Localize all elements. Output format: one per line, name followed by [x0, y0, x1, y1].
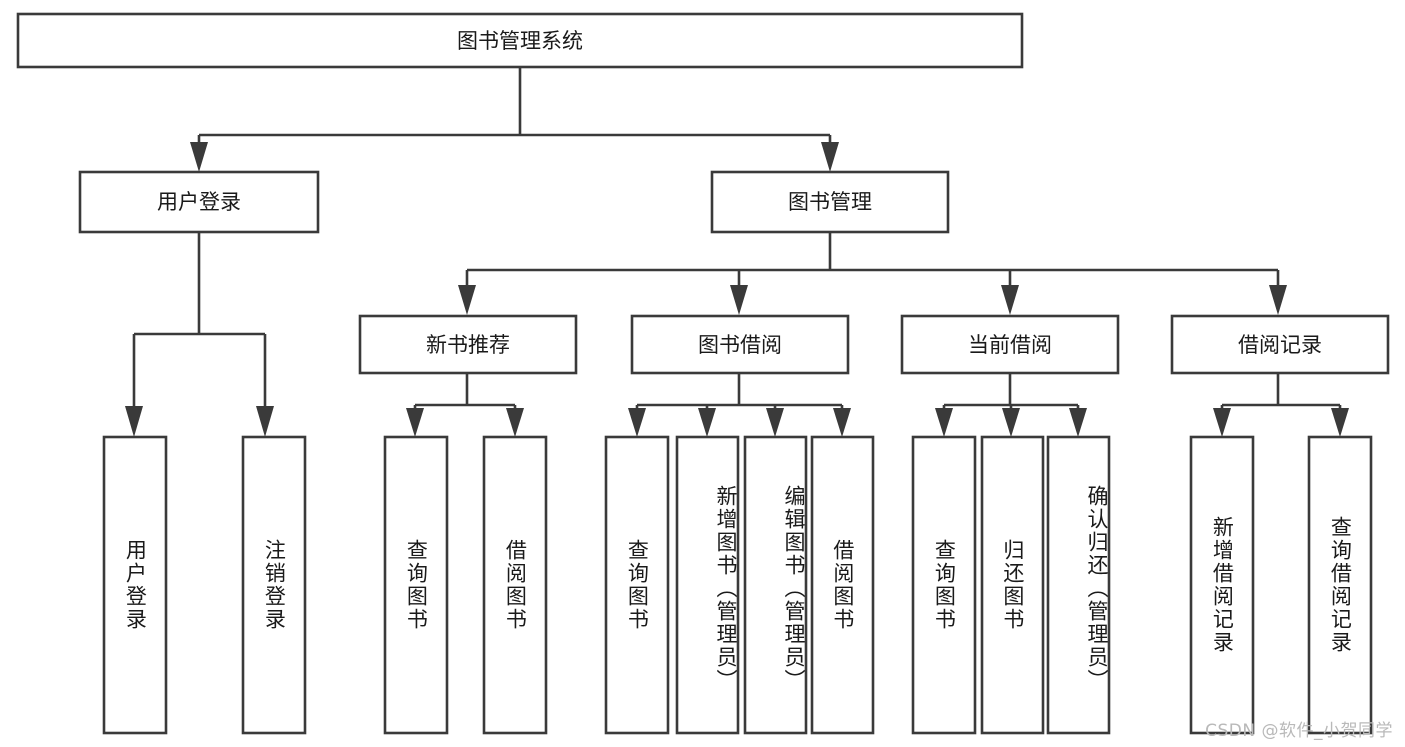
leaf-box-confirm-return[interactable] [1046, 435, 1111, 735]
arrow-head-book-manage [821, 142, 839, 172]
arrow-head-current-borrow [1001, 285, 1019, 315]
leaf-box-logout[interactable] [241, 435, 307, 735]
leaf-box-edit-book[interactable] [743, 435, 808, 735]
arrow-head-leaf-confirm-return [1069, 408, 1087, 437]
arrow-head-leaf-query-book-1 [406, 408, 424, 437]
arrow-head-leaf-add-book [698, 408, 716, 437]
leaf-box-borrow-book-2[interactable] [810, 435, 875, 735]
node-book-borrow-box[interactable] [630, 314, 850, 375]
connector-group-book-borrow [628, 373, 851, 437]
node-new-book-recommend-label: 新书推荐 [426, 333, 510, 357]
arrow-head-leaf-return-book [1002, 408, 1020, 437]
node-root-label: 图书管理系统 [457, 29, 583, 53]
connector-group-new-book-recommend [406, 373, 524, 437]
node-book-manage[interactable]: 图书管理 [710, 170, 950, 234]
node-book-borrow-label: 图书借阅 [698, 333, 782, 357]
arrow-head-borrow-record [1269, 285, 1287, 315]
leaf-box-add-record[interactable] [1189, 435, 1255, 735]
node-root[interactable]: 图书管理系统 [16, 12, 1024, 69]
arrow-head-leaf-add-record [1213, 408, 1231, 437]
node-book-manage-box[interactable] [710, 170, 950, 234]
leaf-box-query-record[interactable] [1307, 435, 1373, 735]
leaf-box-return-book[interactable] [980, 435, 1045, 735]
connector-group-book-manage [458, 232, 1287, 315]
node-root-box[interactable] [16, 12, 1024, 69]
arrow-head-leaf-query-book-2 [628, 408, 646, 437]
node-current-borrow-label: 当前借阅 [968, 333, 1052, 357]
node-new-book-recommend[interactable]: 新书推荐 [358, 314, 578, 375]
leaf-box-query-book-1[interactable] [383, 435, 449, 735]
arrow-head-leaf-query-book-3 [935, 408, 953, 437]
leaf-box-add-book[interactable] [675, 435, 740, 735]
arrow-head-leaf-edit-book [766, 408, 784, 437]
arrow-head-leaf-user-login [125, 406, 143, 437]
node-book-manage-label: 图书管理 [788, 190, 872, 214]
arrow-head-new-book-recommend [458, 285, 476, 315]
arrow-head-leaf-borrow-book-1 [506, 408, 524, 437]
connector-group-root [190, 67, 839, 172]
leaf-box-query-book-2[interactable] [604, 435, 670, 735]
watermark-text: CSDN @软件_小贺同学 [1205, 721, 1393, 741]
node-book-borrow[interactable]: 图书借阅 [630, 314, 850, 375]
leaf-boxes [102, 435, 1373, 735]
arrow-head-leaf-logout [256, 406, 274, 437]
arrow-head-leaf-query-record [1331, 408, 1349, 437]
node-user-login-label: 用户登录 [157, 190, 241, 214]
node-current-borrow[interactable]: 当前借阅 [900, 314, 1120, 375]
leaf-box-query-book-3[interactable] [911, 435, 977, 735]
arrow-head-book-borrow [730, 285, 748, 315]
node-borrow-record-label: 借阅记录 [1238, 333, 1322, 357]
node-new-book-recommend-box[interactable] [358, 314, 578, 375]
connector-group-user-login [125, 232, 274, 437]
arrow-head-leaf-borrow-book-2 [833, 408, 851, 437]
node-borrow-record[interactable]: 借阅记录 [1170, 314, 1390, 375]
arrow-head-user-login [190, 142, 208, 172]
connector-group-borrow-record [1213, 374, 1349, 437]
node-user-login[interactable]: 用户登录 [78, 170, 320, 234]
leaf-box-user-login[interactable] [102, 435, 168, 735]
leaf-box-borrow-book-1[interactable] [482, 435, 548, 735]
connector-group-current-borrow [935, 373, 1087, 437]
node-borrow-record-box[interactable] [1170, 314, 1390, 375]
node-current-borrow-box[interactable] [900, 314, 1120, 375]
node-user-login-box[interactable] [78, 170, 320, 234]
